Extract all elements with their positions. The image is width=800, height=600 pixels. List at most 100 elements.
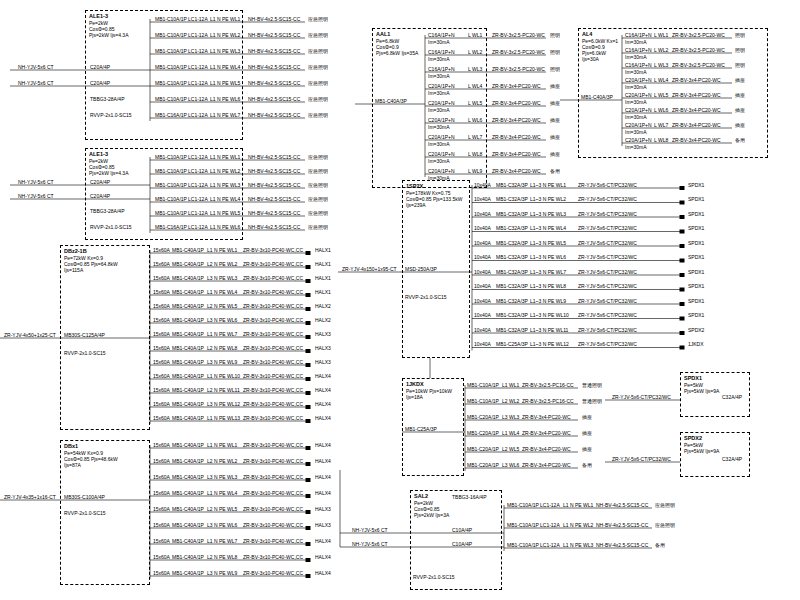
circuit-wire bbox=[425, 157, 546, 158]
circuit-label: 插座 bbox=[550, 134, 560, 140]
circuit-label: ZR-BV-3x4-PC20-WC bbox=[522, 462, 571, 468]
end-marker bbox=[306, 391, 311, 395]
circuit-label: L2 N PE WL5 bbox=[207, 303, 237, 309]
circuit-label: ZR-YJV-5x6-CT/PC32/WC bbox=[578, 225, 637, 231]
circuit-label: SPDX1 bbox=[688, 269, 704, 275]
circuit-label: 10x40A bbox=[474, 196, 491, 202]
bus-bar bbox=[465, 385, 466, 471]
circuit-label: L1~3 N PE WL11 bbox=[530, 327, 568, 333]
circuit-label: MB1-C20A/1P bbox=[467, 446, 499, 452]
end-marker bbox=[306, 349, 311, 353]
circuit-wire bbox=[504, 548, 652, 549]
circuit-label: LC1-12A bbox=[188, 80, 208, 86]
circuit-label: MB1-C40A/1P bbox=[172, 331, 204, 337]
circuit-wire bbox=[150, 337, 308, 338]
end-marker bbox=[306, 251, 311, 255]
circuit-label: Im=30mA bbox=[428, 39, 450, 45]
circuit-label: HALX2 bbox=[315, 303, 331, 309]
circuit-wire bbox=[425, 89, 546, 90]
circuit-label: NH-YJV-5x6 CT bbox=[352, 541, 388, 547]
end-marker bbox=[306, 265, 311, 269]
circuit-label: Im=30mA bbox=[625, 54, 647, 60]
circuit-label: ZR-BV-3x10-PC40-WC,CC bbox=[243, 506, 303, 512]
end-marker bbox=[306, 363, 311, 367]
circuit-label: ZR-BV-3x10-PC40-WC,CC bbox=[243, 289, 303, 295]
circuit-label: RVVP-2x1.0-SC15 bbox=[90, 112, 132, 118]
circuit-label: 应急照明 bbox=[308, 196, 328, 202]
circuit-wire bbox=[425, 140, 546, 141]
feeder-wire bbox=[0, 500, 150, 501]
circuit-label: 应急照明 bbox=[308, 182, 328, 188]
circuit-label: 15x60A bbox=[153, 345, 170, 351]
circuit-label: L1 N PE WL3 bbox=[210, 48, 240, 54]
panel-name: AL4 bbox=[582, 31, 620, 38]
circuit-label: MB1-C10A/1P bbox=[155, 48, 187, 54]
feeder-wire bbox=[10, 86, 150, 87]
circuit-label: MB1-C10A/1P bbox=[155, 196, 187, 202]
circuit-wire bbox=[150, 379, 308, 380]
circuit-label: NH-YJV-5x6 CT bbox=[18, 179, 54, 185]
circuit-label: ZR-BV-3x2.5-PC20-WC bbox=[492, 32, 545, 38]
circuit-label: SPDX1 bbox=[688, 240, 704, 246]
circuit-label: HALX4 bbox=[315, 458, 331, 464]
circuit-label: L2 WL5 bbox=[502, 446, 519, 452]
circuit-label: 应急照明 bbox=[308, 48, 328, 54]
circuit-label: MB1-C40A/1P bbox=[172, 554, 204, 560]
circuit-label: L1 N PE WL1 bbox=[210, 16, 240, 22]
end-marker bbox=[306, 574, 311, 578]
circuit-label: L3 N PE WL3 bbox=[207, 474, 237, 480]
circuit-label: L WL7 bbox=[654, 122, 668, 128]
circuit-label: L1 N PE WL7 bbox=[207, 331, 237, 337]
circuit-label: L1 N PE WL2 bbox=[563, 522, 593, 528]
end-marker bbox=[306, 558, 311, 562]
circuit-label: LC1-12A bbox=[188, 32, 208, 38]
circuit-label: MSD-250A/3P bbox=[405, 266, 437, 272]
circuit-label: 10x40A bbox=[474, 298, 491, 304]
circuit-label: SPDX1 bbox=[688, 298, 704, 304]
circuit-label: NH-BV-4x2.5-SC15-CC bbox=[248, 80, 300, 86]
circuit-label: L1 N PE WL4 bbox=[210, 196, 240, 202]
circuit-label: L1 N PE WL4 bbox=[210, 64, 240, 70]
circuit-label: 15x60A bbox=[153, 522, 170, 528]
circuit-wire bbox=[472, 217, 682, 218]
circuit-label: ZR-BV-3x10-PC40-WC,CC bbox=[243, 303, 303, 309]
panel-name: DBx1 bbox=[64, 443, 119, 450]
circuit-label: MB1-C10A/1P bbox=[155, 64, 187, 70]
circuit-label: 备用 bbox=[735, 137, 745, 143]
circuit-label: 照明 bbox=[550, 66, 560, 72]
circuit-label: NH-BV-4x2.5-SC15-CC bbox=[248, 182, 300, 188]
circuit-label: NH-BV-4x2.5-SC15-CC bbox=[248, 210, 300, 216]
circuit-label: NH-BV-4x2.5-SC15-CC bbox=[248, 64, 300, 70]
circuit-label: MB1-C10A/1P bbox=[155, 168, 187, 174]
end-marker bbox=[680, 273, 685, 277]
circuit-label: ZR-BV-3x4-PC20-WC bbox=[492, 134, 541, 140]
circuit-label: 插座 bbox=[735, 122, 745, 128]
panel-spec: Pe=2kW CosΦ=0.85 Pjs=2kW Ijs=4.3A bbox=[89, 158, 134, 176]
circuit-label: L WL8 bbox=[654, 137, 668, 143]
circuit-wire bbox=[622, 128, 732, 129]
circuit-label: NH-BV-4x2.5-SC15-CC bbox=[248, 168, 300, 174]
circuit-label: ZR-BV-3x4-PC20-WC bbox=[492, 151, 541, 157]
circuit-label: MB1-C10A/1P bbox=[507, 542, 539, 548]
circuit-label: MB1-C16A/1P bbox=[155, 224, 187, 230]
circuit-wire bbox=[472, 347, 682, 348]
circuit-label: LC1-12A bbox=[188, 168, 208, 174]
circuit-label: ZR-YJV-5x6-CT/PC32/WC bbox=[578, 196, 637, 202]
circuit-label: ZR-BV-3x10-PC40-WC,CC bbox=[243, 458, 303, 464]
circuit-label: RVVP-2x1.0-SC15 bbox=[405, 294, 447, 300]
circuit-label: NH-BV-4x2.5-SC15-CC bbox=[248, 32, 300, 38]
circuit-label: L1 N PE WL5 bbox=[210, 210, 240, 216]
circuit-label: Im=30mA bbox=[625, 39, 647, 45]
circuit-wire bbox=[150, 118, 305, 119]
feeder-wire bbox=[10, 70, 150, 71]
feeder-wire bbox=[0, 338, 150, 339]
circuit-label: ZR-BV-3x4-PC20-WC bbox=[672, 107, 721, 113]
end-marker bbox=[306, 335, 311, 339]
circuit-label: ZR-YJV-5x6-CT/PC32/WC bbox=[578, 240, 637, 246]
circuit-label: ZR-BV-3x4-PC20-WC bbox=[492, 117, 541, 123]
circuit-label: ZR-BV-3x4-PC20-WC bbox=[522, 446, 571, 452]
circuit-label: TBBG3-16A/4P bbox=[452, 494, 486, 500]
circuit-label: MB1-C10A/1P bbox=[155, 32, 187, 38]
panel-spec: Pe=178kW Kx=0.75 CosΦ=0.85 Pjs=133.5kW I… bbox=[406, 190, 466, 208]
circuit-label: L1 N PE WL7 bbox=[207, 538, 237, 544]
